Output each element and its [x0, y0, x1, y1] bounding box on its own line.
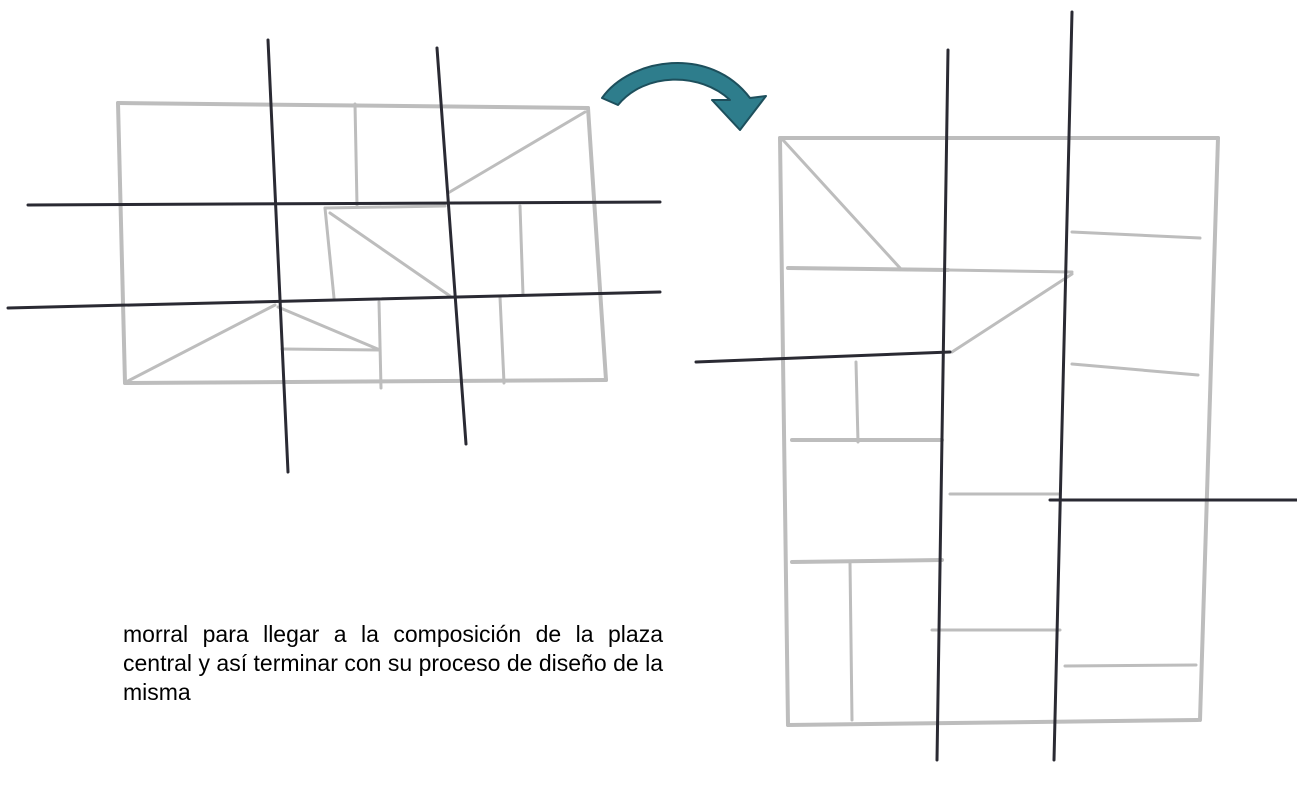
sketch-original-composition — [6, 38, 662, 474]
sketch-final-composition — [694, 10, 1297, 762]
dark-axis-lines — [6, 38, 662, 474]
grey-grid-lines — [778, 136, 1220, 727]
dark-axis-lines — [694, 10, 1297, 762]
caption-text: morral para llegar a la composición de l… — [123, 621, 663, 705]
curved-arrow-icon — [601, 61, 767, 131]
grey-grid-lines — [116, 101, 608, 390]
arrow-shape — [601, 61, 767, 131]
